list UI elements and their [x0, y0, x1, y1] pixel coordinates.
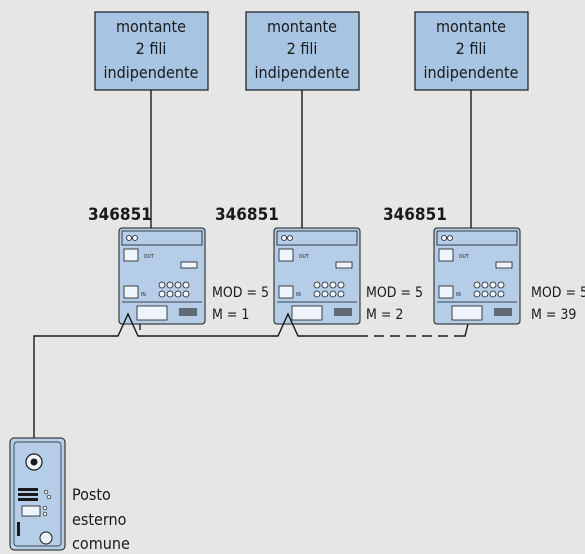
riser-2-line-1: montante	[267, 17, 337, 36]
interface-3-out-label: OUT	[459, 254, 469, 260]
riser-2-line-3: indipendente	[254, 63, 349, 82]
interface-3-m: M = 39	[531, 307, 576, 323]
interface-1-in-label: IN	[141, 292, 146, 298]
speaker-icon	[39, 531, 53, 545]
riser-2-line-2: 2 fili	[287, 39, 318, 58]
interface-2-code: 346851	[215, 205, 279, 225]
interface-1-code: 346851	[88, 205, 152, 225]
entrance-panel-line-2: esterno	[72, 510, 127, 529]
interface-1-out-label: OUT	[144, 254, 154, 260]
interface-3-mod: MOD = 5	[531, 285, 585, 301]
interface-2-out-label: OUT	[299, 254, 309, 260]
riser-1-line-1: montante	[116, 17, 186, 36]
riser-box-3: montante 2 fili indipendente	[414, 11, 529, 91]
interface-device-1: OUT IN	[118, 227, 206, 325]
entrance-panel	[9, 437, 66, 551]
interface-1-mod: MOD = 5	[212, 285, 269, 301]
riser-3-line-3: indipendente	[423, 63, 518, 82]
entrance-panel-line-3: comune	[72, 534, 130, 553]
riser-3-line-1: montante	[436, 17, 506, 36]
riser-box-1: montante 2 fili indipendente	[94, 11, 209, 91]
interface-device-3: OUT IN	[433, 227, 521, 325]
interface-device-2: OUT IN	[273, 227, 361, 325]
riser-1-line-2: 2 fili	[136, 39, 167, 58]
interface-2-mod: MOD = 5	[366, 285, 423, 301]
bus-wiring	[33, 312, 469, 440]
riser-3-line-2: 2 fili	[456, 39, 487, 58]
entrance-panel-line-1: Posto	[72, 485, 111, 504]
riser-box-2: montante 2 fili indipendente	[245, 11, 360, 91]
interface-3-code: 346851	[383, 205, 447, 225]
interface-2-m: M = 2	[366, 307, 403, 323]
interface-3-in-label: IN	[456, 292, 461, 298]
interface-2-in-label: IN	[296, 292, 301, 298]
interface-1-m: M = 1	[212, 307, 249, 323]
riser-1-line-3: indipendente	[103, 63, 198, 82]
